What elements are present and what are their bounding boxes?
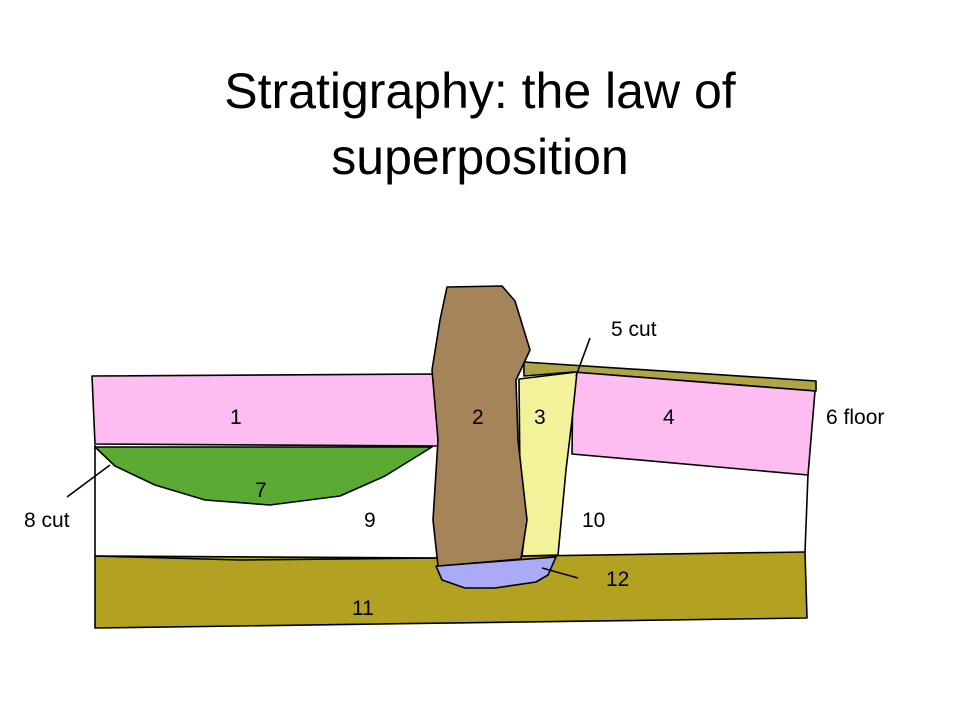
label-10: 10 [582, 509, 605, 532]
label-4: 4 [663, 406, 675, 429]
layer-9 [94, 445, 437, 561]
pointer-12 [541, 567, 579, 579]
label-8-cut: 8 cut [24, 509, 70, 532]
label-5-cut: 5 cut [611, 318, 657, 341]
label-12: 12 [606, 568, 629, 591]
label-3: 3 [534, 406, 546, 429]
label-9: 9 [364, 509, 376, 532]
slide-title: Stratigraphy: the law of superposition [0, 58, 960, 190]
title-line-1: Stratigraphy: the law of [224, 63, 736, 119]
layer-7-pit [94, 446, 433, 506]
title-line-2: superposition [331, 129, 629, 185]
pointer-5-cut [575, 337, 591, 377]
layer-4 [571, 371, 816, 476]
label-7: 7 [255, 479, 267, 502]
layer-2 [431, 285, 531, 567]
label-6-floor: 6 floor [826, 406, 884, 429]
pointer-8-cut [66, 464, 111, 498]
layer-1 [91, 373, 439, 447]
label-11: 11 [352, 597, 374, 620]
layer-3 [518, 371, 578, 557]
label-1: 1 [230, 406, 242, 429]
label-2: 2 [472, 406, 484, 429]
layer-12-pit-fill [435, 556, 557, 589]
